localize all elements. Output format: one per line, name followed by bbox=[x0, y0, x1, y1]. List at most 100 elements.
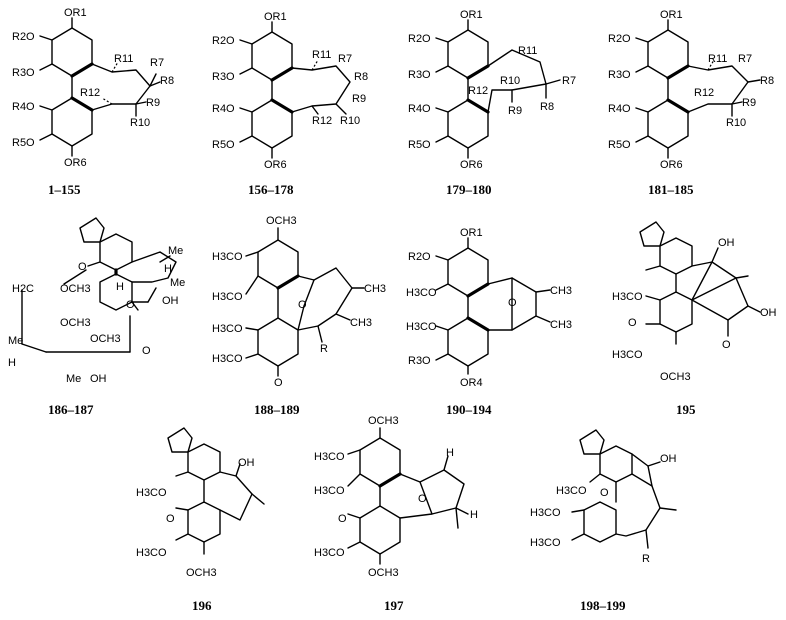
c1-label-or6: OR6 bbox=[64, 157, 87, 169]
c7-caption: 190–194 bbox=[446, 402, 492, 417]
structure-196: H3CO O H3CO OCH3 OH 196 bbox=[136, 427, 265, 613]
c7-label-r2o: R2O bbox=[408, 251, 431, 263]
c6-label-h3co-4: H3CO bbox=[212, 353, 243, 365]
c8-label-h3co-2: H3CO bbox=[612, 349, 643, 361]
c10-label-h3co-3: H3CO bbox=[314, 547, 345, 559]
c6-label-r: R bbox=[320, 343, 328, 355]
c7-label-ch3-1: CH3 bbox=[550, 285, 572, 297]
c9-label-oh: OH bbox=[238, 457, 255, 469]
c3-label-r8: R8 bbox=[540, 101, 554, 113]
c2-label-r4o: R4O bbox=[212, 103, 235, 115]
c3-label-r4o: R4O bbox=[408, 103, 431, 115]
c1-label-or1: OR1 bbox=[64, 7, 87, 19]
c4-label-or6: OR6 bbox=[660, 159, 683, 171]
c5-label-oh-1: OH bbox=[162, 295, 179, 307]
c2-label-r12: R12 bbox=[312, 115, 332, 127]
c5-label-och3-1: OCH3 bbox=[60, 283, 91, 295]
c4-label-r5o: R5O bbox=[608, 139, 631, 151]
c1-caption: 1–155 bbox=[48, 182, 81, 197]
c11-label-o: O bbox=[600, 487, 609, 499]
c8-label-oh-1: OH bbox=[718, 237, 735, 249]
c1-label-r9: R9 bbox=[146, 97, 160, 109]
c4-label-r10: R10 bbox=[726, 117, 746, 129]
c6-caption: 188–189 bbox=[254, 402, 300, 417]
structure-156-178: OR1 R2O R3O R4O R5O OR6 R7 R8 R9 R10 R11… bbox=[212, 11, 368, 197]
structure-179-180: OR1 R2O R3O R4O R5O OR6 R7 R8 R9 R10 R11… bbox=[408, 9, 576, 197]
c10-label-och3-1: OCH3 bbox=[368, 415, 399, 427]
c6-label-o-ketone: O bbox=[274, 377, 283, 389]
c4-label-r8: R8 bbox=[760, 75, 774, 87]
c5-label-me-3: Me bbox=[8, 335, 23, 347]
c5-label-o-ring: O bbox=[78, 261, 87, 273]
c2-label-r10: R10 bbox=[340, 115, 360, 127]
c5-label-me-2: Me bbox=[170, 277, 185, 289]
c11-caption: 198–199 bbox=[580, 598, 626, 613]
c3-label-or6: OR6 bbox=[460, 159, 483, 171]
c10-label-o-ketone: O bbox=[338, 513, 347, 525]
c2-label-or1: OR1 bbox=[264, 11, 287, 23]
c6-label-h3co-2: H3CO bbox=[212, 291, 243, 303]
c6-label-o-bridge: O bbox=[298, 299, 307, 311]
c8-caption: 195 bbox=[676, 402, 696, 417]
c5-label-h-2: H bbox=[116, 281, 124, 293]
c11-label-r: R bbox=[642, 553, 650, 565]
c9-label-och3: OCH3 bbox=[186, 567, 217, 579]
c3-label-r11: R11 bbox=[518, 45, 537, 57]
structure-197: OCH3 H3CO H3CO O O H3CO OCH3 H H 197 bbox=[314, 415, 478, 613]
c3-label-or1: OR1 bbox=[460, 9, 483, 21]
c5-caption: 186–187 bbox=[48, 402, 94, 417]
c1-label-r4o: R4O bbox=[12, 101, 35, 113]
c4-label-r7: R7 bbox=[738, 53, 752, 65]
c3-label-r7: R7 bbox=[562, 75, 576, 87]
c5-label-o-carbonyl: O bbox=[142, 345, 151, 357]
c7-label-o-bridge: O bbox=[508, 297, 517, 309]
c3-label-r3o: R3O bbox=[408, 69, 431, 81]
structure-198-199: H3CO O H3CO H3CO OH R 198–199 bbox=[530, 429, 677, 613]
c8-label-h3co-1: H3CO bbox=[612, 291, 643, 303]
c8-label-oh-2: OH bbox=[760, 307, 777, 319]
c10-caption: 197 bbox=[384, 598, 404, 613]
c4-label-r11: R11 bbox=[708, 53, 727, 65]
c5-label-h2c: H2C bbox=[12, 283, 34, 295]
c6-label-ch3-1: CH3 bbox=[364, 283, 386, 295]
c7-label-ch3-2: CH3 bbox=[550, 319, 572, 331]
c2-caption: 156–178 bbox=[248, 182, 294, 197]
c11-label-h3co-2: H3CO bbox=[530, 507, 561, 519]
c1-label-r12: R12 bbox=[80, 87, 100, 99]
c11-label-h3co-1: H3CO bbox=[556, 485, 587, 497]
c5-label-h-3: H bbox=[8, 357, 16, 369]
c4-label-r9: R9 bbox=[742, 97, 756, 109]
structure-181-185: OR1 R2O R3O R4O R5O OR6 R7 R8 R9 R10 R11… bbox=[608, 9, 774, 197]
c10-label-h3co-1: H3CO bbox=[314, 451, 345, 463]
c1-label-r8: R8 bbox=[160, 75, 174, 87]
c7-label-or4: OR4 bbox=[460, 377, 483, 389]
c1-label-r3o: R3O bbox=[12, 67, 35, 79]
c4-label-r2o: R2O bbox=[608, 33, 631, 45]
c9-label-h3co-1: H3CO bbox=[136, 487, 167, 499]
c9-label-o-ketone: O bbox=[166, 513, 175, 525]
c4-label-r4o: R4O bbox=[608, 103, 631, 115]
c8-label-o-bridge-ketone: O bbox=[722, 339, 731, 351]
c1-label-r7: R7 bbox=[150, 57, 164, 69]
structure-195: H3CO O H3CO OCH3 OH OH O 195 bbox=[612, 221, 777, 417]
c2-label-r9: R9 bbox=[352, 93, 366, 105]
c1-label-r11: R11 bbox=[114, 53, 133, 65]
structure-188-189: OCH3 H3CO H3CO O H3CO H3CO O CH3 CH3 R 1… bbox=[212, 215, 386, 417]
c3-label-r10: R10 bbox=[500, 75, 520, 87]
c1-label-r2o: R2O bbox=[12, 31, 35, 43]
c7-label-r3o: R3O bbox=[408, 355, 431, 367]
c5-label-h-1: H bbox=[164, 263, 172, 275]
c6-label-och3: OCH3 bbox=[266, 215, 297, 227]
c6-label-h3co-3: H3CO bbox=[212, 323, 243, 335]
c3-label-r9: R9 bbox=[508, 105, 522, 117]
c10-label-h3co-2: H3CO bbox=[314, 485, 345, 497]
c11-label-h3co-3: H3CO bbox=[530, 537, 561, 549]
c4-label-or1: OR1 bbox=[660, 9, 683, 21]
c6-label-ch3-2: CH3 bbox=[350, 317, 372, 329]
c10-label-och3-2: OCH3 bbox=[368, 567, 399, 579]
structure-1-155: OR1 R2O R3O R4O R5O OR6 R7 R8 R9 R10 R11… bbox=[12, 7, 174, 197]
c2-label-r5o: R5O bbox=[212, 139, 235, 151]
c6-label-h3co-1: H3CO bbox=[212, 251, 243, 263]
c2-label-r8: R8 bbox=[354, 71, 368, 83]
